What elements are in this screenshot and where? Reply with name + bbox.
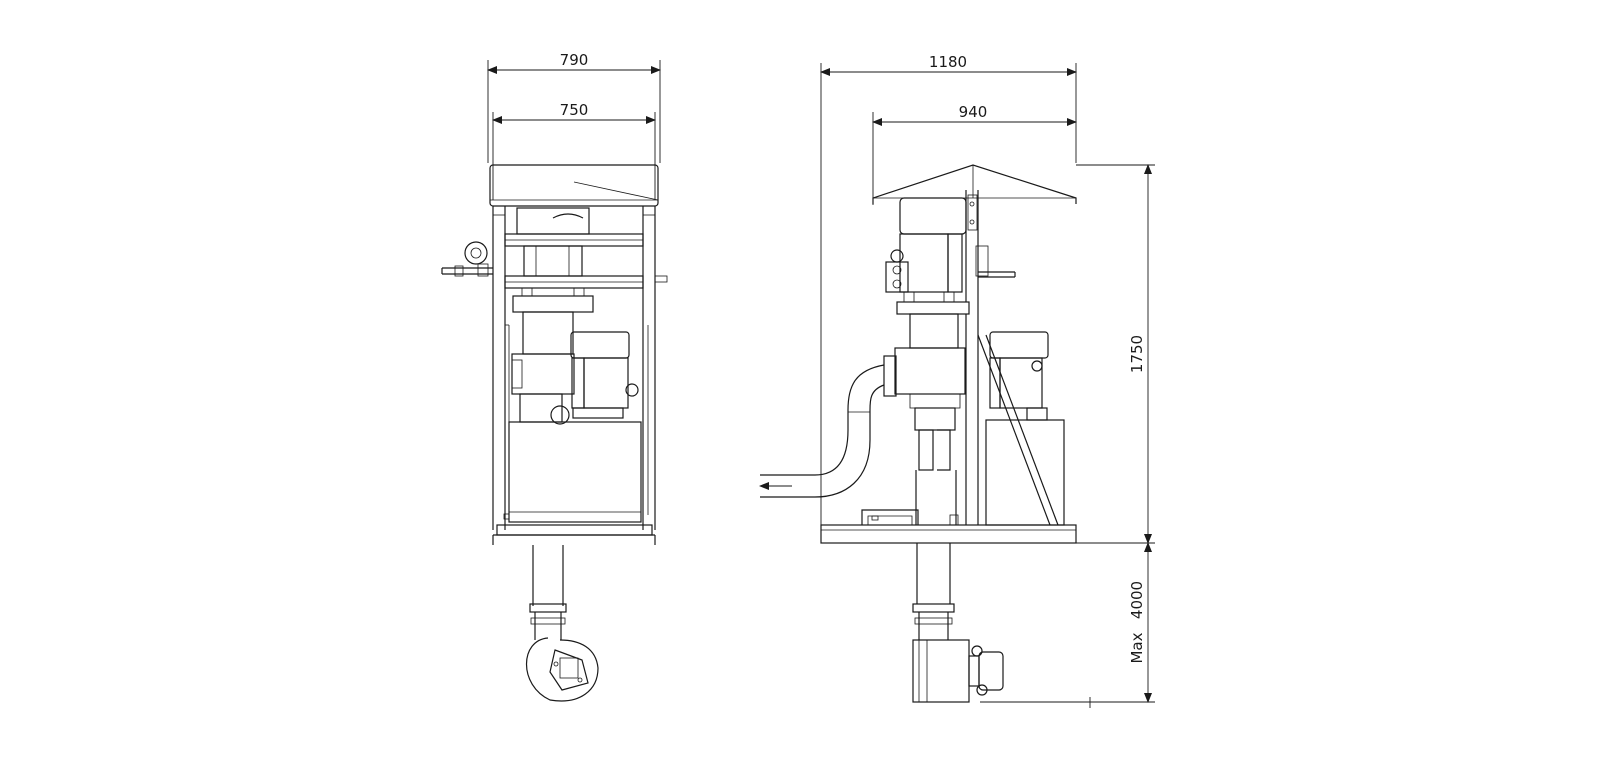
side-right-motor <box>989 331 1049 421</box>
dim-label-1180: 1180 <box>929 53 967 71</box>
front-down-pipe <box>529 545 567 640</box>
side-top-motor <box>885 197 970 315</box>
dim-label-790: 790 <box>560 51 589 69</box>
front-pump <box>511 311 575 425</box>
front-roof <box>489 164 659 207</box>
dimension-front-outer-width: 790 <box>487 51 661 163</box>
dimension-max-depth: Max 4000 <box>980 542 1155 708</box>
front-frame <box>492 206 656 545</box>
front-top-motor <box>512 207 594 313</box>
side-base-handle <box>861 509 959 526</box>
side-view: 1180 940 1750 Max 4000 <box>759 53 1155 708</box>
front-winch <box>441 241 668 283</box>
dim-label-1750: 1750 <box>1128 335 1146 373</box>
dimension-side-inner-width: 940 <box>872 103 1077 205</box>
side-discharge-pipe <box>759 364 885 498</box>
dimension-height: 1750 <box>1076 164 1155 544</box>
side-base <box>820 524 1077 544</box>
front-tank <box>503 421 642 523</box>
dimension-side-outer-width: 1180 <box>820 53 1077 535</box>
side-bottom-pump <box>912 639 1004 703</box>
dim-label-4000: 4000 <box>1128 581 1146 619</box>
side-down-pipe <box>912 543 955 640</box>
side-pump-column <box>883 313 966 525</box>
front-right-motor <box>570 331 639 419</box>
dim-label-max: Max <box>1128 632 1146 663</box>
dimension-front-inner-width: 750 <box>492 101 656 200</box>
dim-label-750: 750 <box>560 101 589 119</box>
front-bottom-pump <box>526 637 599 702</box>
front-view: 790 750 <box>441 51 668 702</box>
dim-label-940: 940 <box>959 103 988 121</box>
